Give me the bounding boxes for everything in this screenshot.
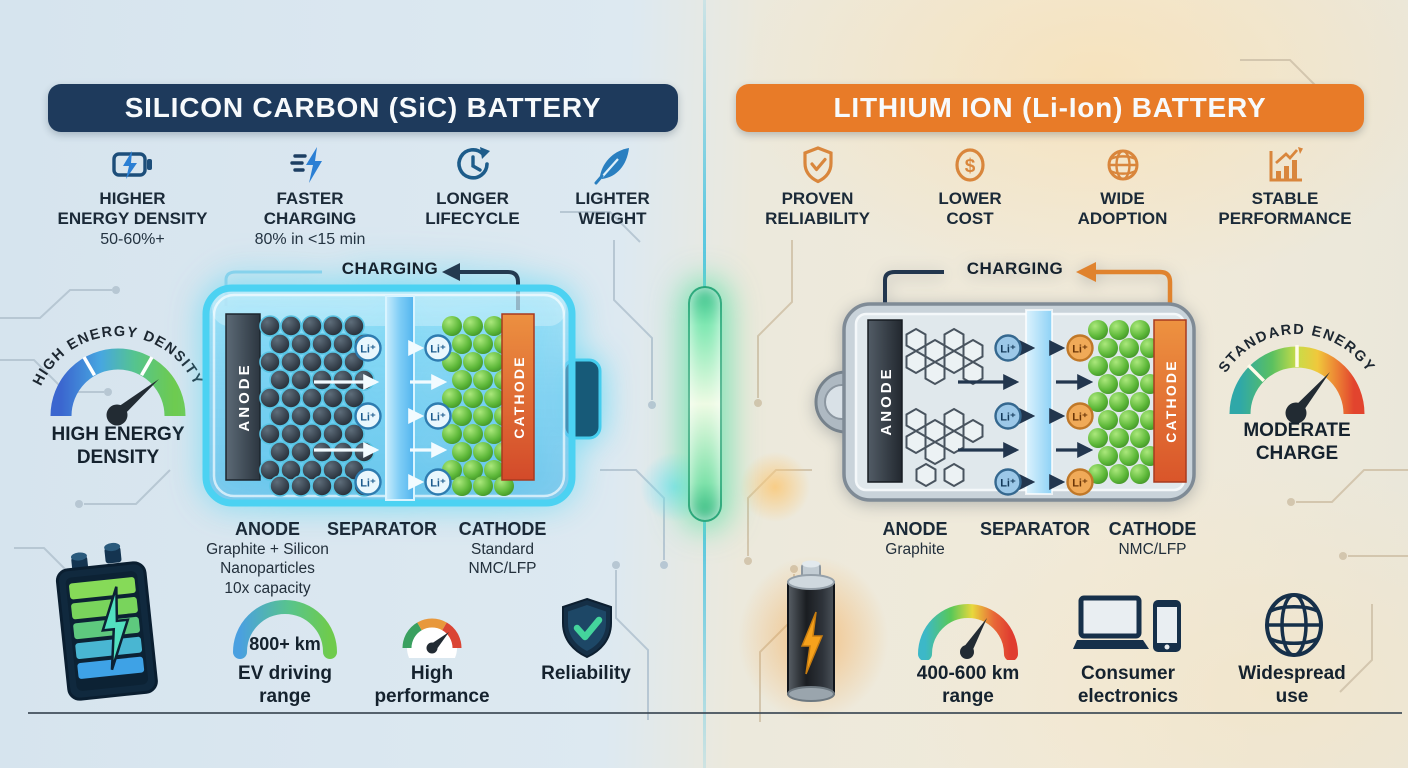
lithium-ions: Li⁺ Li⁺ Li⁺ Li⁺ Li⁺ Li⁺ bbox=[994, 334, 1094, 496]
liion-title: LITHIUM ION (Li-Ion) BATTERY bbox=[833, 92, 1267, 123]
feature-proven-reliability: PROVEN RELIABILITY bbox=[735, 144, 900, 229]
separator-membrane bbox=[385, 295, 415, 501]
feature-stable-performance: STABLE PERFORMANCE bbox=[1200, 144, 1370, 229]
charging-label: CHARGING bbox=[342, 259, 439, 278]
cathode-caption: CATHODE bbox=[1108, 519, 1197, 539]
liion-cylinder-battery-icon bbox=[787, 560, 835, 702]
ev-range-caption: EV driving range bbox=[238, 663, 332, 707]
anode-bar-label: ANODE bbox=[878, 366, 895, 435]
range-value: 800+ km bbox=[249, 634, 321, 654]
anode-caption-sub: Graphite bbox=[885, 541, 945, 558]
reliability-shield-icon bbox=[562, 597, 612, 659]
feature-lower-cost: $ LOWER COST bbox=[895, 144, 1045, 229]
anode-bar bbox=[867, 319, 903, 483]
ion-label: Li⁺ bbox=[430, 412, 446, 424]
separator-membrane bbox=[1025, 309, 1053, 495]
widespread-caption: Widespread use bbox=[1238, 663, 1346, 707]
liion-range-caption: 400-600 km range bbox=[916, 663, 1020, 707]
cathode-bar-label: CATHODE bbox=[1163, 359, 1179, 443]
standard-energy-gauge: STANDARD ENERGY bbox=[1216, 322, 1376, 424]
charging-label: CHARGING bbox=[967, 259, 1064, 278]
center-divider-capsule bbox=[688, 286, 722, 522]
charging-arrowhead bbox=[442, 263, 460, 281]
ion-label: Li⁺ bbox=[430, 478, 446, 490]
ion-label: Li⁺ bbox=[430, 344, 446, 356]
ion-label: Li⁺ bbox=[1072, 478, 1088, 490]
consumer-electronics-icon bbox=[1073, 595, 1181, 652]
liion-range-gauge-icon bbox=[918, 604, 1018, 660]
ion-flow-arrows bbox=[314, 340, 448, 490]
cathode-caption-sub: NMC/LFP bbox=[1118, 541, 1187, 558]
shield-check-icon bbox=[798, 144, 838, 186]
dollar-glyph: $ bbox=[965, 156, 976, 177]
ion-label: Li⁺ bbox=[1072, 412, 1088, 424]
bottom-divider-rule bbox=[28, 712, 1402, 714]
ion-label: Li⁺ bbox=[360, 412, 376, 424]
ion-label: Li⁺ bbox=[360, 478, 376, 490]
separator-caption: SEPARATOR bbox=[979, 519, 1090, 539]
ion-label: Li⁺ bbox=[1072, 344, 1088, 356]
clock-cycle-icon bbox=[452, 144, 494, 186]
high-energy-density-gauge: HIGH ENERGY DENSITY bbox=[30, 324, 205, 426]
cathode-particles bbox=[1088, 320, 1160, 484]
lithium-ions: Li⁺ Li⁺ Li⁺ Li⁺ Li⁺ Li⁺ bbox=[354, 334, 452, 496]
cathode-bar bbox=[501, 313, 535, 481]
liion-battery-diagram: CHARGING ANODE CATHODE bbox=[814, 259, 1196, 502]
feature-wide-adoption: WIDE ADOPTION bbox=[1045, 144, 1200, 229]
ion-label: Li⁺ bbox=[1000, 478, 1016, 490]
moderate-charge-caption: MODERATE CHARGE bbox=[1243, 420, 1351, 464]
sic-3d-battery-icon bbox=[55, 542, 158, 701]
feature-longer-lifecycle: LONGER LIFECYCLE bbox=[390, 144, 555, 229]
anode-bar bbox=[225, 313, 261, 481]
cathode-caption-sub: Standard NMC/LFP bbox=[468, 541, 537, 578]
ion-label: Li⁺ bbox=[1000, 412, 1016, 424]
anode-caption: ANODE bbox=[882, 519, 948, 539]
chart-up-icon bbox=[1264, 144, 1306, 186]
reliability-caption: Reliability bbox=[541, 663, 631, 684]
charging-wire bbox=[458, 270, 520, 310]
dollar-circle-icon: $ bbox=[950, 144, 990, 186]
fast-charge-bolt-icon bbox=[288, 144, 332, 186]
anode-caption-sub: Graphite + Silicon Nanoparticles 10x cap… bbox=[206, 541, 329, 597]
ion-flow-arrows bbox=[958, 340, 1094, 490]
cathode-bar-label: CATHODE bbox=[511, 355, 527, 439]
liion-header: LITHIUM ION (Li-Ion) BATTERY bbox=[736, 84, 1364, 132]
performance-speedometer-icon bbox=[402, 618, 462, 658]
electronics-caption: Consumer electronics bbox=[1077, 663, 1179, 707]
sic-battery-diagram: CHARGING ANODE CATHODE bbox=[202, 259, 602, 507]
performance-caption: High performance bbox=[374, 663, 490, 707]
anode-caption: ANODE bbox=[234, 519, 300, 539]
cathode-bar bbox=[1153, 319, 1187, 483]
charging-wire-orange bbox=[1094, 269, 1173, 306]
sic-title: SILICON CARBON (SiC) BATTERY bbox=[124, 92, 602, 123]
feature-higher-energy-density: HIGHER ENERGY DENSITY 50-60%+ bbox=[40, 144, 225, 249]
separator-caption: SEPARATOR bbox=[326, 519, 437, 539]
sic-header: SILICON CARBON (SiC) BATTERY bbox=[48, 84, 678, 132]
cathode-caption: CATHODE bbox=[458, 519, 547, 539]
ion-label: Li⁺ bbox=[360, 344, 376, 356]
charging-arrowhead bbox=[1076, 262, 1096, 282]
ev-range-gauge-icon: 800+ km bbox=[233, 600, 337, 659]
anode-bar-label: ANODE bbox=[236, 362, 253, 431]
globe-icon bbox=[1103, 144, 1143, 186]
widespread-globe-icon bbox=[1265, 593, 1323, 657]
feature-lighter-weight: LIGHTER WEIGHT bbox=[535, 144, 690, 229]
ion-label: Li⁺ bbox=[1000, 344, 1016, 356]
feather-icon bbox=[592, 144, 634, 186]
charging-wire bbox=[883, 270, 944, 306]
feature-faster-charging: FASTER CHARGING 80% in <15 min bbox=[225, 144, 395, 249]
battery-bolt-icon bbox=[110, 144, 156, 186]
high-energy-density-caption: HIGH ENERGY DENSITY bbox=[51, 424, 185, 468]
